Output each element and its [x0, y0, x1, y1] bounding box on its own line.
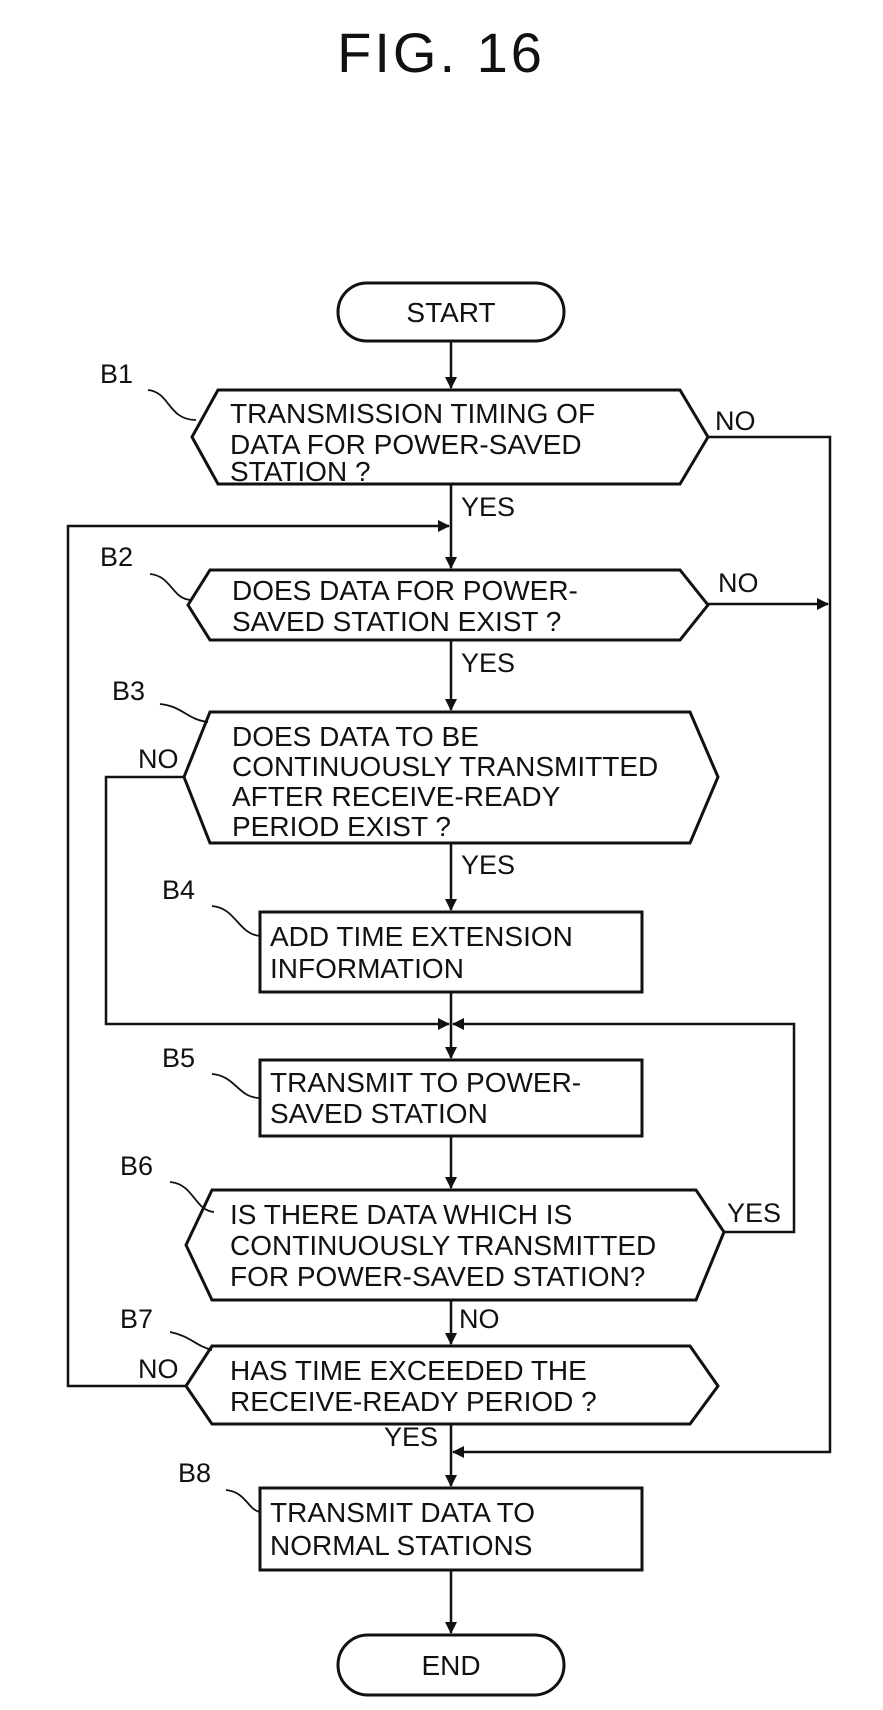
branch-label-b3-yes: YES — [461, 850, 515, 880]
step-label-b8: B8 — [178, 1458, 211, 1488]
b6-line-1: IS THERE DATA WHICH IS — [230, 1199, 572, 1230]
leader-b7 — [169, 1331, 213, 1351]
b7-line-1: HAS TIME EXCEEDED THE — [230, 1355, 587, 1386]
b3-line-1: DOES DATA TO BE — [232, 721, 479, 752]
line-b7-no-loop — [66, 520, 450, 1388]
b4-line-1: ADD TIME EXTENSION — [270, 921, 573, 952]
b4-line-2: INFORMATION — [270, 953, 464, 984]
b1-text: TRANSMISSION TIMING OF DATA FOR POWER-SA… — [230, 398, 603, 487]
b5-text: TRANSMIT TO POWER- SAVED STATION — [270, 1067, 589, 1129]
step-label-b7: B7 — [120, 1304, 153, 1334]
b2-line-2: SAVED STATION EXIST ? — [232, 606, 561, 637]
line-b3-no — [104, 775, 450, 1030]
b8-line-2: NORMAL STATIONS — [270, 1530, 532, 1561]
b1-decision — [190, 388, 710, 486]
branch-label-b2-yes: YES — [461, 648, 515, 678]
b3-text: DOES DATA TO BE CONTINUOUSLY TRANSMITTED… — [232, 721, 666, 842]
b2-decision — [186, 568, 710, 642]
line-b1-no — [452, 435, 832, 1458]
branch-label-b1-no: NO — [715, 406, 756, 436]
leader-b8 — [225, 1489, 261, 1513]
b5-line-1: TRANSMIT TO POWER- — [270, 1067, 581, 1098]
step-label-b6: B6 — [120, 1151, 153, 1181]
line-b6-yes — [452, 1018, 796, 1234]
b6-line-2: CONTINUOUSLY TRANSMITTED — [230, 1230, 656, 1261]
b3-line-2: CONTINUOUSLY TRANSMITTED — [232, 751, 658, 782]
b6-text: IS THERE DATA WHICH IS CONTINUOUSLY TRAN… — [230, 1199, 664, 1292]
end-label: END — [421, 1650, 480, 1681]
b8-line-1: TRANSMIT DATA TO — [270, 1497, 535, 1528]
branch-label-b6-no: NO — [459, 1304, 500, 1334]
leader-b4 — [211, 905, 261, 937]
step-label-b1: B1 — [100, 359, 133, 389]
figure-title: FIG. 16 — [337, 21, 545, 84]
branch-label-b6-yes: YES — [727, 1198, 781, 1228]
leader-b3 — [159, 703, 209, 723]
leader-b6 — [169, 1181, 215, 1213]
branch-label-b3-no: NO — [138, 744, 179, 774]
end-terminal — [336, 1633, 566, 1697]
b1-line-2: DATA FOR POWER-SAVED — [230, 429, 582, 460]
leader-b5 — [211, 1073, 261, 1099]
b3-line-4: PERIOD EXIST ? — [232, 811, 451, 842]
b8-text: TRANSMIT DATA TO NORMAL STATIONS — [270, 1497, 543, 1561]
branch-label-b7-no: NO — [138, 1354, 179, 1384]
branch-label-b2-no: NO — [718, 568, 759, 598]
start-label: START — [406, 297, 495, 328]
b1-line-1: TRANSMISSION TIMING OF — [230, 398, 595, 429]
step-label-b3: B3 — [112, 676, 145, 706]
b6-line-3: FOR POWER-SAVED STATION? — [230, 1261, 645, 1292]
leader-b1 — [147, 389, 197, 421]
b4-text: ADD TIME EXTENSION INFORMATION — [270, 921, 581, 984]
leader-b2 — [149, 573, 193, 601]
branch-label-b1-yes: YES — [461, 492, 515, 522]
step-label-b5: B5 — [162, 1043, 195, 1073]
b2-line-1: DOES DATA FOR POWER- — [232, 575, 578, 606]
step-label-b4: B4 — [162, 875, 195, 905]
step-label-b2: B2 — [100, 542, 133, 572]
b3-line-3: AFTER RECEIVE-READY — [232, 781, 561, 812]
b5-line-2: SAVED STATION — [270, 1098, 488, 1129]
branch-label-b7-yes: YES — [384, 1422, 438, 1452]
b6-decision — [184, 1188, 726, 1302]
b2-text: DOES DATA FOR POWER- SAVED STATION EXIST… — [232, 575, 586, 637]
b1-line-3: STATION ? — [230, 456, 371, 487]
b7-text: HAS TIME EXCEEDED THE RECEIVE-READY PERI… — [230, 1355, 597, 1417]
b7-line-2: RECEIVE-READY PERIOD ? — [230, 1386, 597, 1417]
